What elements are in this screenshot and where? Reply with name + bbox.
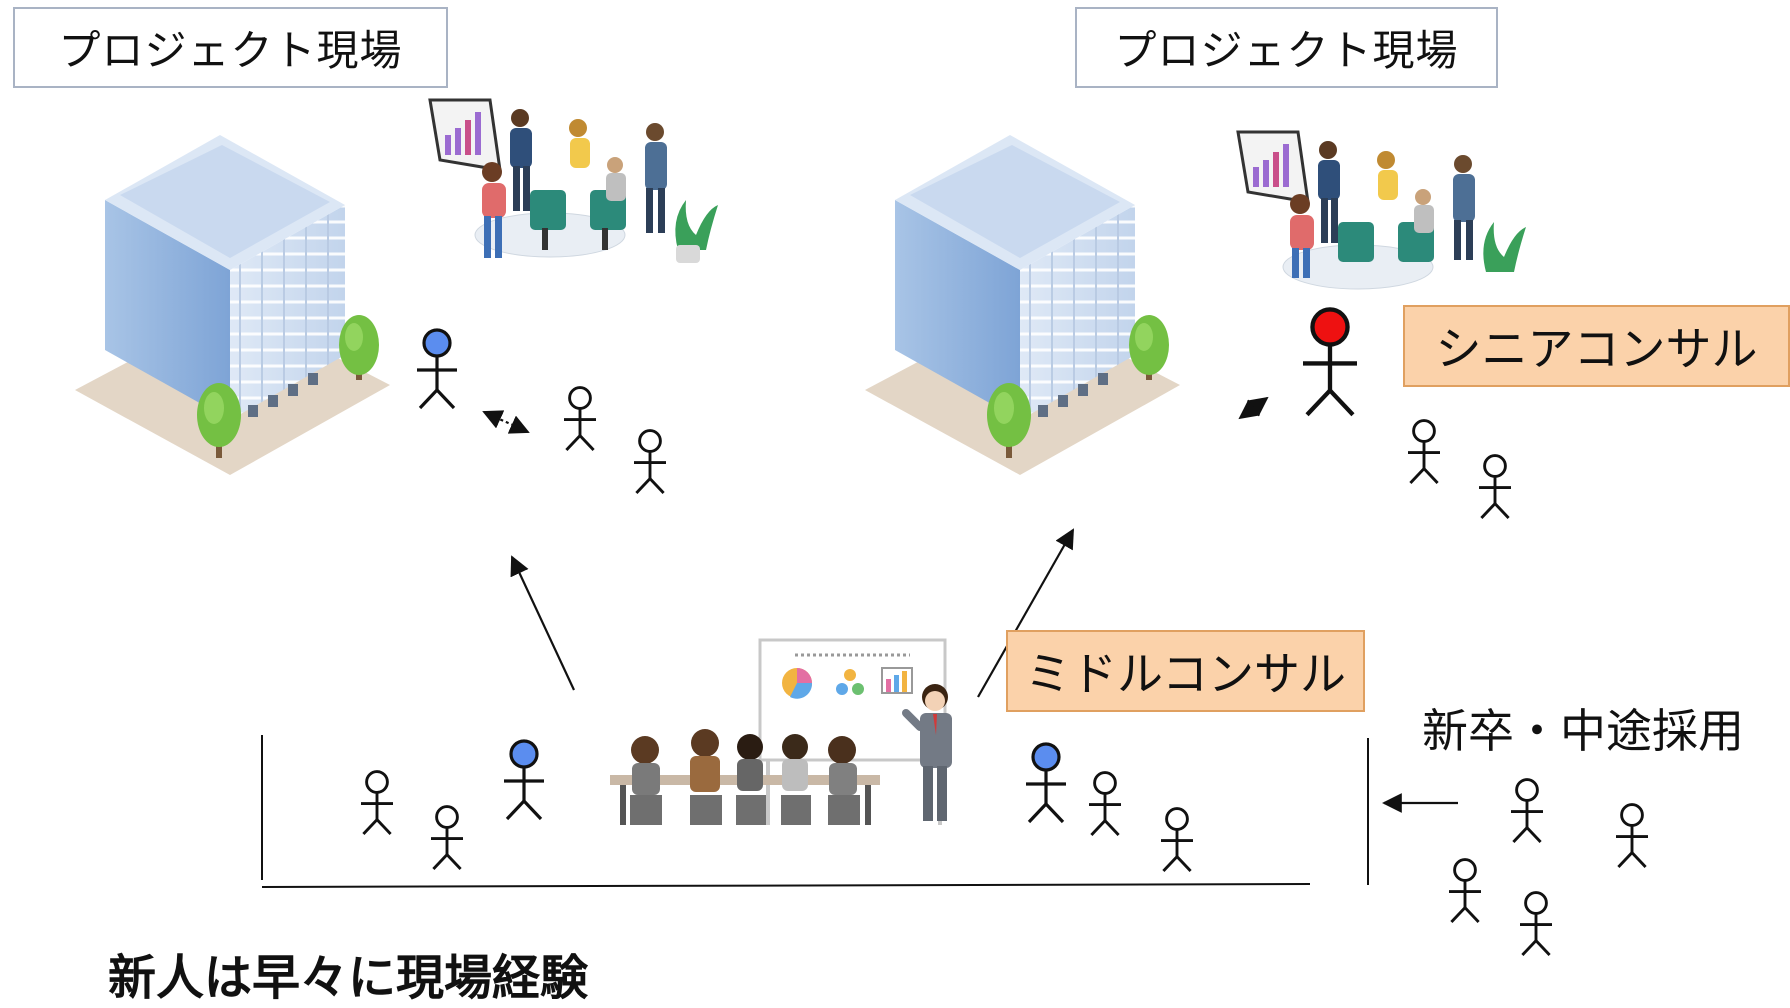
- project-site-title-right: プロジェクト現場: [1075, 7, 1498, 88]
- arrow-to-left-site: [510, 555, 575, 691]
- junior-figure: [1408, 419, 1440, 484]
- recruit-figure: [1511, 778, 1543, 843]
- dotted-arrow-left: [482, 410, 530, 434]
- middle-consultant-figure: [504, 739, 544, 821]
- tree-icon: [197, 315, 379, 458]
- meeting-room-illustration: [1236, 130, 1526, 290]
- junior-figure: [1161, 807, 1193, 872]
- office-building-icon: [865, 135, 1180, 475]
- middle-consultant-figure: [417, 328, 457, 410]
- recruit-label: 新卒・中途採用: [1422, 704, 1744, 758]
- middle-consultant-label: ミドルコンサル: [1006, 630, 1365, 712]
- arrows: [482, 396, 1458, 813]
- recruit-figure: [1520, 891, 1552, 956]
- bottom-caption: 新人は早々に現場経験: [108, 950, 589, 1006]
- tree-icon: [987, 315, 1169, 458]
- junior-figure: [431, 805, 463, 870]
- office-building-icon: [75, 135, 390, 475]
- senior-consultant-label: シニアコンサル: [1403, 305, 1790, 387]
- training-pool-bracket: [261, 735, 1369, 888]
- middle-consultant-figure: [1026, 742, 1066, 824]
- stick-figures: [361, 307, 1648, 956]
- junior-figure: [564, 386, 596, 451]
- recruit-figure: [1616, 803, 1648, 868]
- recruit-figure: [1449, 858, 1481, 923]
- project-site-title-left: プロジェクト現場: [13, 7, 448, 88]
- senior-consultant-figure: [1303, 307, 1357, 417]
- junior-figure: [1479, 454, 1511, 519]
- junior-figure: [634, 429, 666, 494]
- junior-figure: [361, 770, 393, 835]
- arrow-to-right-site: [977, 528, 1074, 698]
- dotted-arrow-right: [1238, 396, 1269, 420]
- diagram-canvas: [75, 98, 1648, 956]
- meeting-room-illustration: [428, 98, 718, 263]
- training-seminar-illustration: [610, 638, 952, 825]
- junior-figure: [1089, 771, 1121, 836]
